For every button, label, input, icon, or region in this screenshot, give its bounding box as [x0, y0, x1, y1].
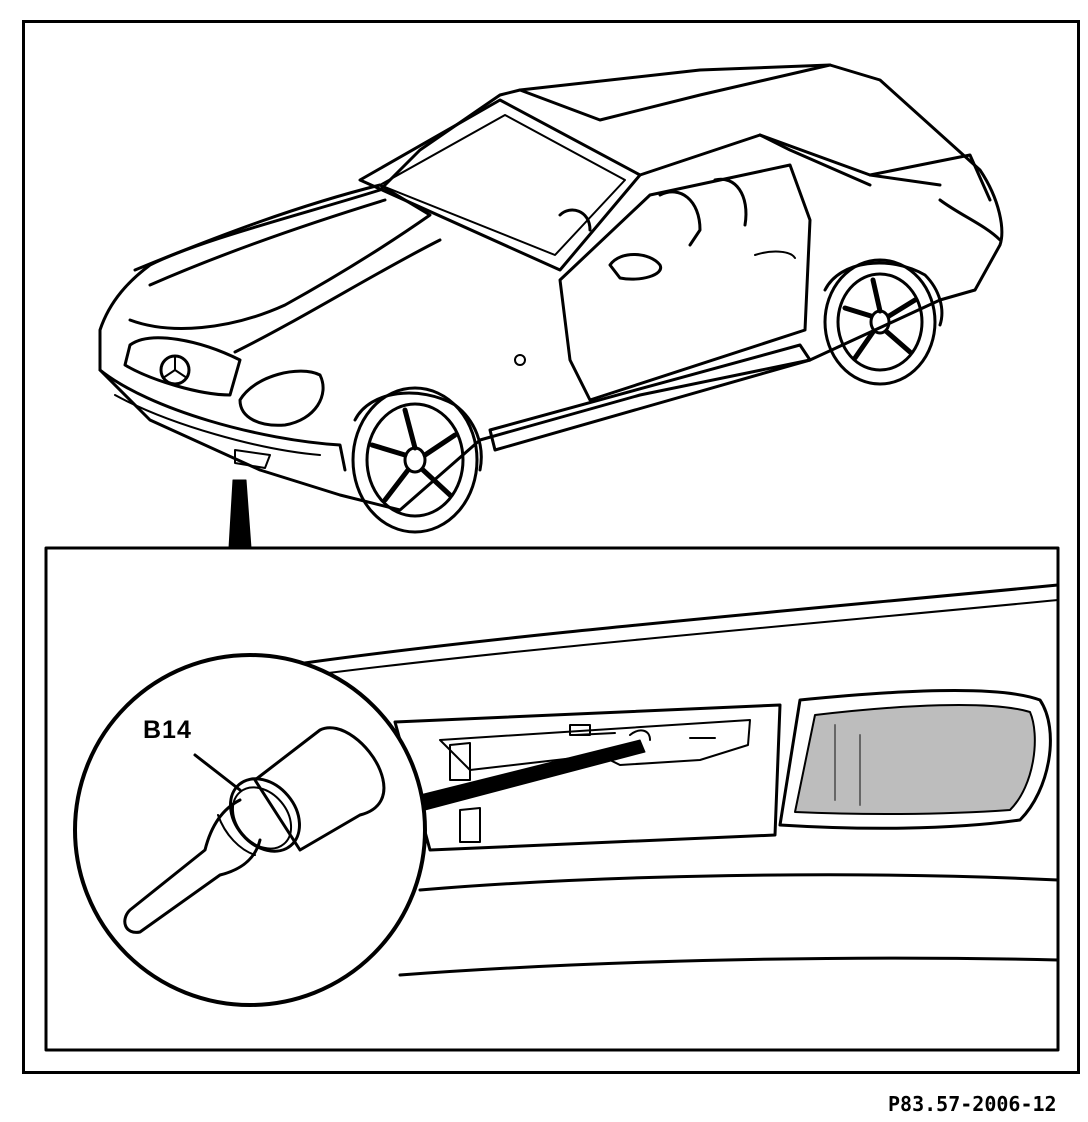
magnifier-circle	[73, 653, 427, 1007]
callout-label-b14: B14	[143, 716, 192, 744]
bumper-detail	[288, 583, 1060, 977]
outer-frame	[22, 20, 1080, 1074]
car-illustration	[98, 63, 1004, 534]
reference-code: P83.57-2006-12	[888, 1092, 1057, 1116]
detail-pointer	[419, 739, 646, 811]
pointer-wedge	[228, 479, 252, 549]
detail-panel	[44, 546, 1060, 1052]
sensor-b14	[123, 726, 386, 934]
